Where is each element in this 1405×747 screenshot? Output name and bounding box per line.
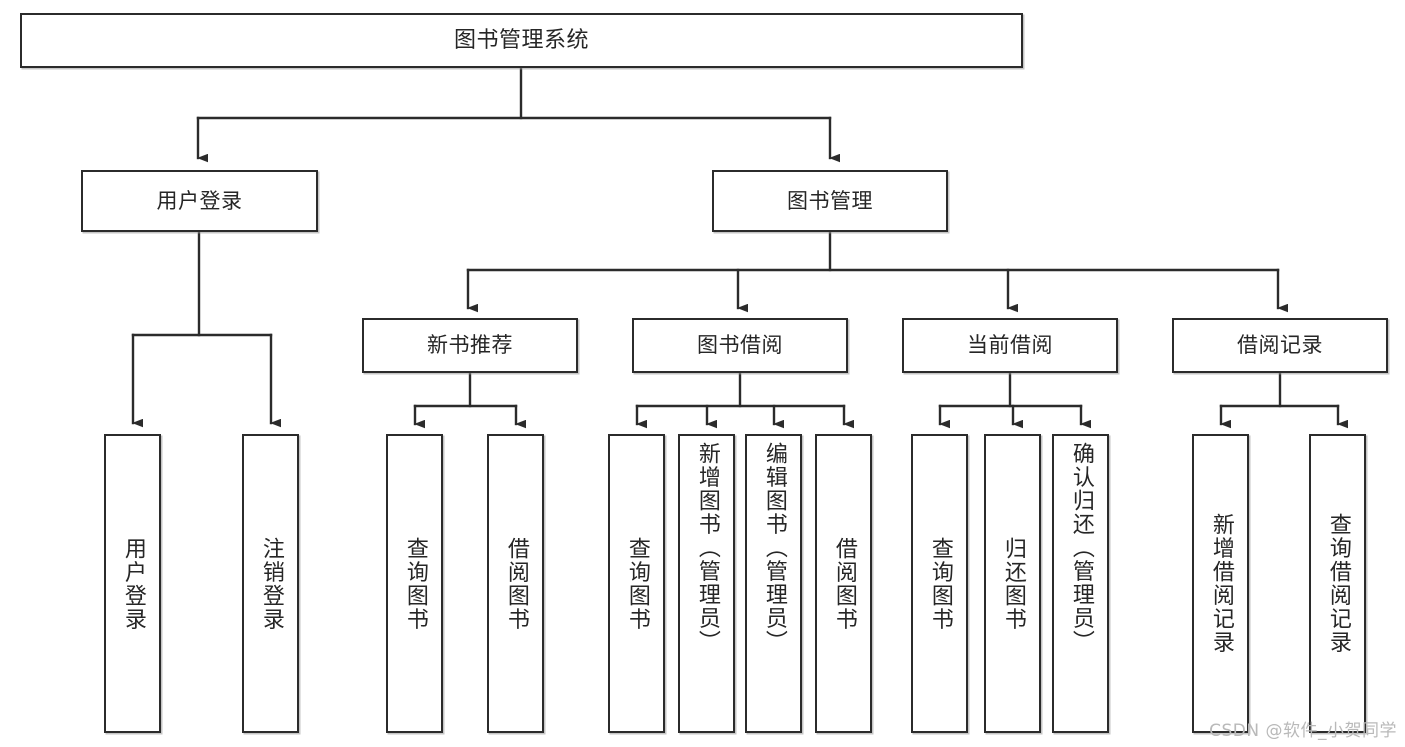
- node-book-manage[interactable]: 图书管理: [712, 170, 948, 232]
- node-leaf-logout-label: 注销登录: [258, 536, 284, 631]
- node-leaf-edit-book-label: 编辑图书（管理员）: [761, 442, 787, 654]
- node-leaf-query-book-rec-label: 查询图书: [402, 536, 428, 631]
- node-leaf-borrow-book-label: 借阅图书: [831, 536, 857, 631]
- node-leaf-query-book-label: 查询图书: [624, 536, 650, 631]
- node-root-system[interactable]: 图书管理系统: [20, 13, 1023, 68]
- node-leaf-return-book-label: 归还图书: [1000, 536, 1026, 631]
- edges-currentborrow-to-leaves: [938, 371, 1091, 429]
- node-leaf-query-book-current-label: 查询图书: [927, 536, 953, 631]
- edges-borrowrecord-to-leaves: [1219, 371, 1348, 429]
- node-current-borrow[interactable]: 当前借阅: [902, 318, 1118, 373]
- edges-newbookrec-to-leaves: [413, 371, 526, 429]
- edges-bookmanage-to-level3: [466, 230, 1288, 313]
- node-leaf-query-book-current[interactable]: 查询图书: [911, 434, 968, 733]
- node-user-login-label: 用户登录: [156, 188, 243, 213]
- node-leaf-user-login-label: 用户登录: [120, 536, 146, 631]
- node-leaf-borrow-book[interactable]: 借阅图书: [815, 434, 872, 733]
- node-leaf-return-book[interactable]: 归还图书: [984, 434, 1041, 733]
- edges-bookborrow-to-leaves: [635, 371, 854, 429]
- node-borrow-record[interactable]: 借阅记录: [1172, 318, 1388, 373]
- edges-userlogin-to-leaves: [131, 230, 281, 428]
- node-leaf-query-record[interactable]: 查询借阅记录: [1309, 434, 1366, 733]
- node-book-borrow-label: 图书借阅: [697, 333, 783, 358]
- node-new-book-rec[interactable]: 新书推荐: [362, 318, 578, 373]
- node-borrow-record-label: 借阅记录: [1237, 333, 1323, 358]
- node-leaf-confirm-return-label: 确认归还（管理员）: [1068, 442, 1094, 654]
- node-book-manage-label: 图书管理: [787, 188, 873, 213]
- node-leaf-query-record-label: 查询借阅记录: [1325, 513, 1351, 654]
- node-leaf-user-login[interactable]: 用户登录: [104, 434, 161, 733]
- node-leaf-edit-book[interactable]: 编辑图书（管理员）: [745, 434, 802, 733]
- csdn-watermark: CSDN @软件_小贺同学: [1209, 721, 1397, 741]
- node-leaf-add-record[interactable]: 新增借阅记录: [1192, 434, 1249, 733]
- node-new-book-rec-label: 新书推荐: [427, 333, 513, 358]
- node-leaf-borrow-book-rec-label: 借阅图书: [503, 536, 529, 631]
- node-leaf-confirm-return[interactable]: 确认归还（管理员）: [1052, 434, 1109, 733]
- node-leaf-add-record-label: 新增借阅记录: [1208, 513, 1234, 654]
- node-leaf-borrow-book-rec[interactable]: 借阅图书: [487, 434, 544, 733]
- node-root-label: 图书管理系统: [453, 27, 589, 53]
- node-book-borrow[interactable]: 图书借阅: [632, 318, 848, 373]
- edges-root-to-level2: [196, 66, 840, 163]
- node-leaf-query-book-rec[interactable]: 查询图书: [386, 434, 443, 733]
- node-current-borrow-label: 当前借阅: [967, 333, 1053, 358]
- node-leaf-query-book[interactable]: 查询图书: [608, 434, 665, 733]
- node-user-login[interactable]: 用户登录: [81, 170, 318, 232]
- node-leaf-add-book[interactable]: 新增图书（管理员）: [678, 434, 735, 733]
- node-leaf-add-book-label: 新增图书（管理员）: [694, 442, 720, 654]
- node-leaf-logout[interactable]: 注销登录: [242, 434, 299, 733]
